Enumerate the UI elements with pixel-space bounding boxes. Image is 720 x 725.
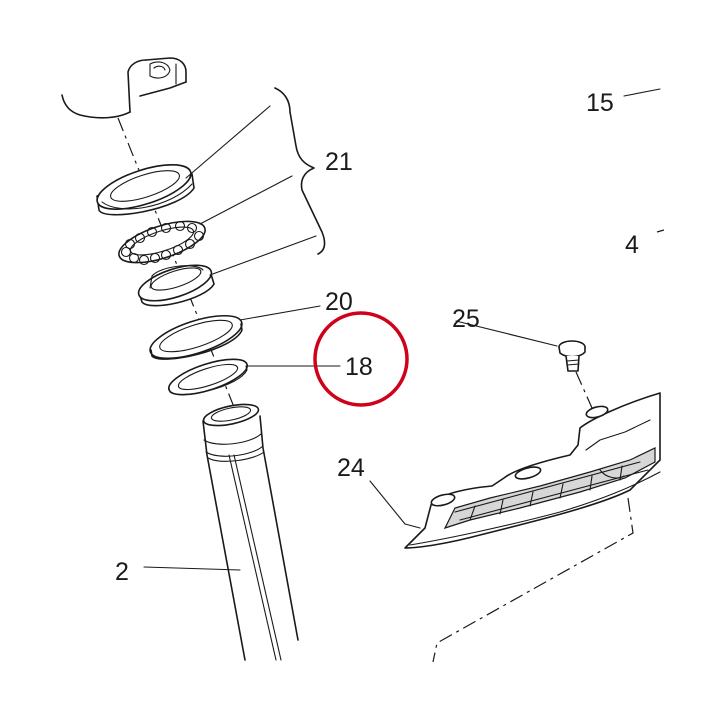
assembly-guide-line: [432, 497, 634, 663]
callout-21: 21: [325, 148, 353, 176]
bolt-axis-line: [575, 371, 593, 409]
callout-18: 18: [345, 353, 373, 381]
frame-head-tube: [61, 57, 187, 119]
guide-line-4: [656, 229, 665, 233]
headset-bearing: [118, 220, 206, 266]
steerer-tube: [202, 403, 299, 661]
leader-lines: [143, 88, 661, 571]
highlight-circle: [313, 311, 409, 407]
seal-ring: [149, 314, 243, 360]
callout-24: 24: [337, 454, 365, 482]
group-bracket-21: [274, 87, 326, 255]
bolt: [558, 340, 586, 372]
guard-plate: [404, 392, 661, 549]
callout-4: 4: [625, 231, 639, 259]
headset-crown-race: [137, 264, 215, 307]
callout-20: 20: [325, 288, 353, 316]
callout-2: 2: [115, 558, 129, 586]
headset-upper-cup: [96, 164, 195, 216]
callout-25: 25: [452, 305, 480, 333]
callout-15: 15: [586, 89, 614, 117]
spacer-ring: [168, 358, 248, 396]
